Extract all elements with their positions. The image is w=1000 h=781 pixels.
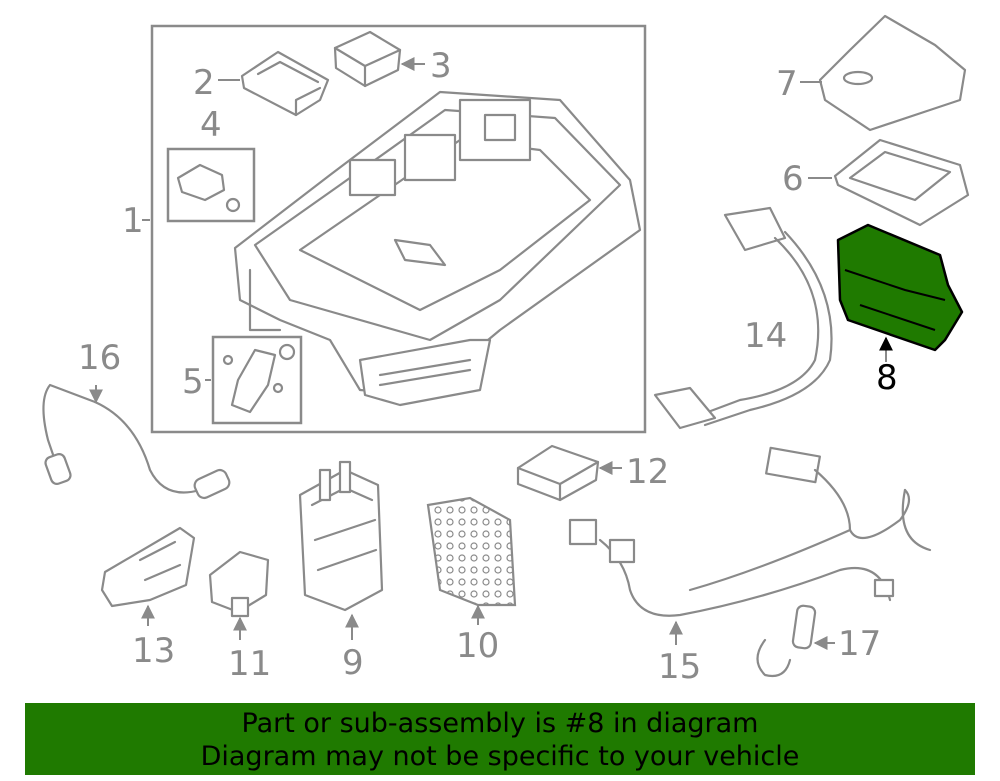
info-banner: Part or sub-assembly is #8 in diagram Di… bbox=[25, 703, 975, 775]
sensor-part-17 bbox=[756, 604, 817, 678]
sensor-box-part-4 bbox=[166, 147, 256, 223]
module-part-11 bbox=[208, 550, 270, 618]
sensor-part-4 bbox=[176, 163, 241, 213]
callout-12: 12 bbox=[626, 452, 669, 492]
callout-1: 1 bbox=[122, 201, 144, 241]
banner-line-2: Diagram may not be specific to your vehi… bbox=[200, 741, 800, 772]
callout-11: 11 bbox=[228, 644, 271, 684]
banner-line-1: Part or sub-assembly is #8 in diagram bbox=[241, 708, 759, 739]
bracket-part-2 bbox=[240, 50, 330, 117]
inverter-assembly bbox=[233, 90, 642, 407]
control-module-part-8 bbox=[836, 223, 964, 352]
shield-part-10 bbox=[426, 496, 517, 607]
callout-13: 13 bbox=[132, 631, 175, 671]
callout-10: 10 bbox=[456, 626, 499, 666]
cover-part-7 bbox=[818, 14, 967, 132]
harness-part-14 bbox=[653, 206, 833, 430]
assembly-frame bbox=[150, 24, 647, 434]
charger-part-9 bbox=[298, 460, 384, 612]
tray-part-6 bbox=[833, 138, 970, 227]
callout-16: 16 bbox=[78, 338, 121, 378]
bracket-part-13 bbox=[100, 526, 196, 608]
callout-15: 15 bbox=[658, 647, 701, 687]
callout-5: 5 bbox=[182, 362, 204, 402]
callout-9: 9 bbox=[342, 643, 364, 683]
callout-7: 7 bbox=[776, 64, 798, 104]
callout-17: 17 bbox=[838, 624, 881, 664]
callout-4: 4 bbox=[200, 105, 222, 145]
module-part-3 bbox=[333, 30, 402, 88]
callout-14: 14 bbox=[744, 316, 787, 356]
module-part-12 bbox=[516, 444, 600, 502]
fitting-box-part-5 bbox=[211, 335, 303, 425]
fitting-part-5 bbox=[222, 343, 296, 414]
callout-8: 8 bbox=[876, 358, 898, 398]
callout-2: 2 bbox=[193, 63, 215, 103]
callout-6: 6 bbox=[782, 159, 804, 199]
harness-part-15 bbox=[568, 446, 932, 617]
callout-3: 3 bbox=[430, 46, 452, 86]
sensor-cable-part-16 bbox=[42, 383, 231, 500]
